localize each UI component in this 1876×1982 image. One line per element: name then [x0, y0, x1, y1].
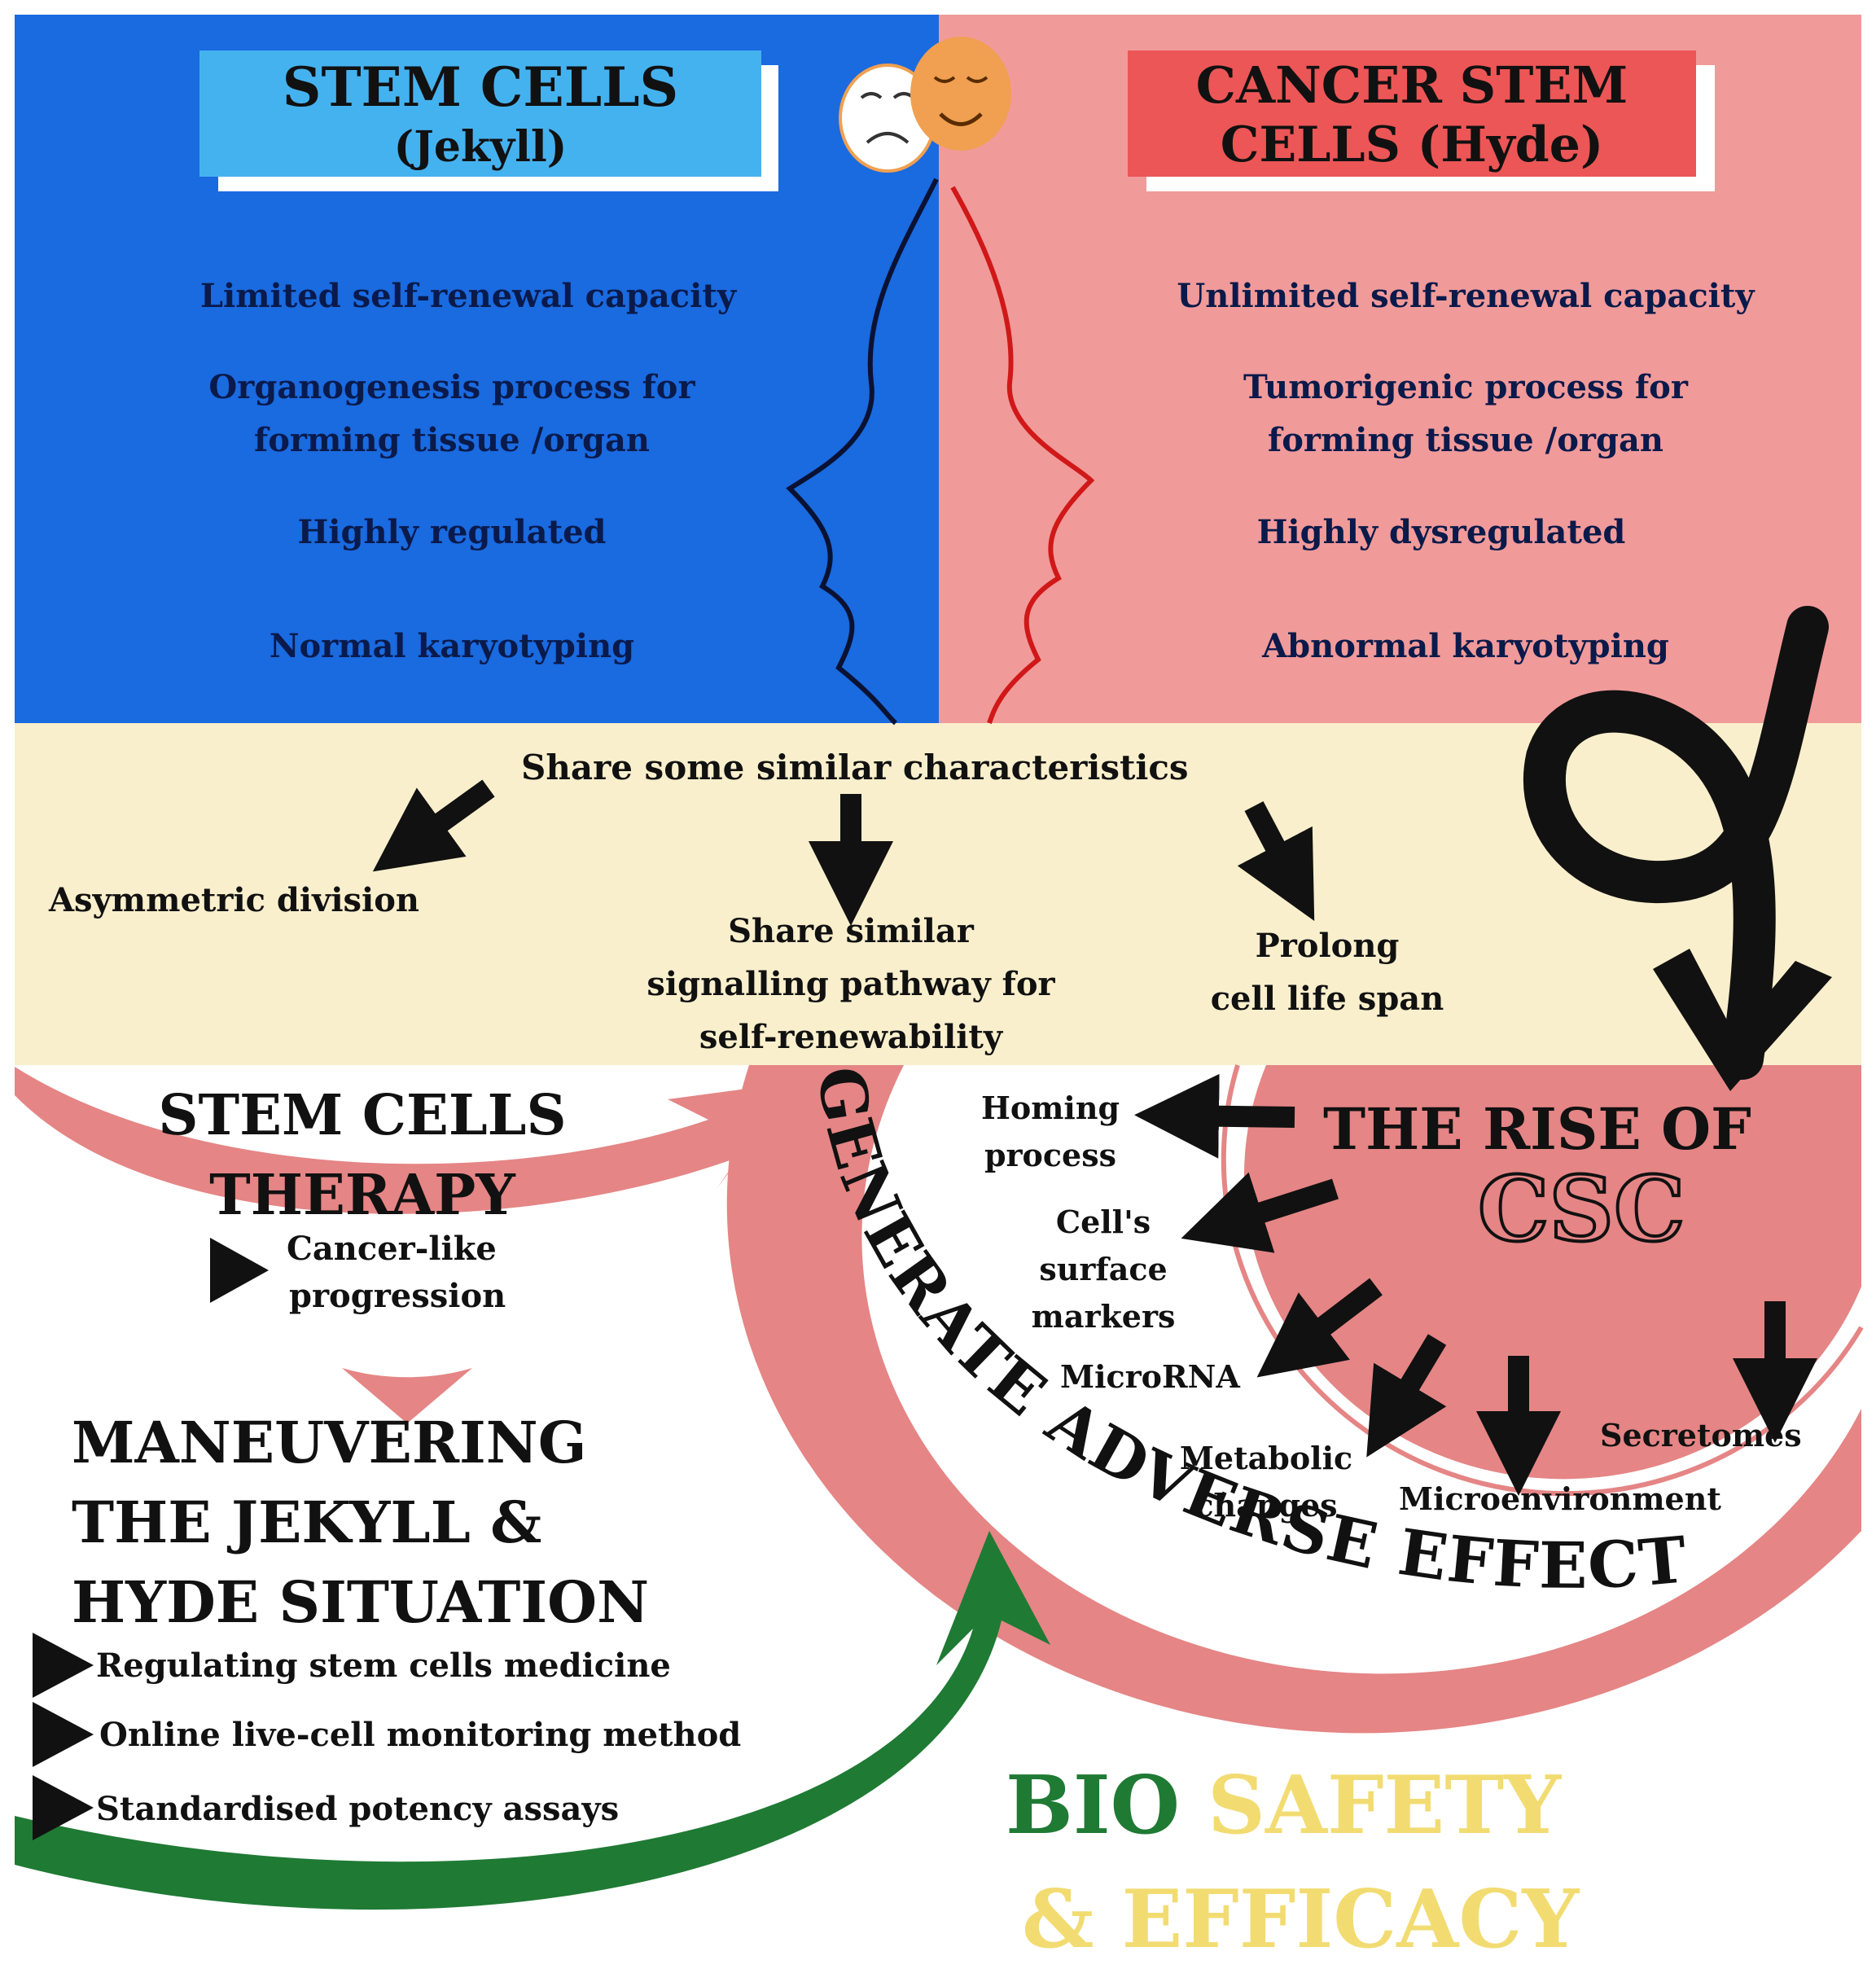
- stem-trait-1: Limited self-renewal capacity: [199, 277, 737, 315]
- stem-trait-2a: Organogenesis process for: [208, 368, 695, 406]
- shared-item-lifespan-2: cell life span: [1210, 980, 1444, 1018]
- arrow-to-microrna: [1256, 1278, 1383, 1378]
- maneuvering-item-3: Standardised potency assays: [96, 1790, 620, 1828]
- therapy-title-line1: STEM CELLS: [158, 1083, 567, 1148]
- maneuvering-item-2: Online live-cell monitoring method: [99, 1716, 742, 1754]
- theatre-masks-icon: [839, 37, 1011, 173]
- stem-trait-4: Normal karyotyping: [269, 627, 635, 665]
- shared-item-lifespan-1: Prolong: [1255, 927, 1400, 965]
- jekyll-profile-line: [786, 178, 939, 726]
- csc-title-box: [1128, 50, 1696, 177]
- maneuvering-title-line3: HYDE SITUATION: [72, 1568, 650, 1636]
- adverse-effect-arc: [726, 1065, 1862, 1734]
- maneuvering-title-line2: THE JEKYLL &: [72, 1489, 542, 1556]
- csc-factor-secretomes: Secretomes: [1600, 1417, 1802, 1454]
- therapy-curved-arrow: [15, 1067, 790, 1214]
- stem-cells-title-line2: (Jekyll): [393, 122, 568, 172]
- maneuver-bullet-1: [33, 1633, 94, 1698]
- csc-factor-microrna: MicroRNA: [1060, 1358, 1240, 1395]
- stem-trait-3: Highly regulated: [297, 513, 607, 551]
- stem-cells-title-box: [199, 50, 761, 177]
- therapy-bullet-triangle: [210, 1238, 269, 1303]
- csc-factor-metabolic-2: changes: [1194, 1487, 1338, 1524]
- stem-trait-2b: forming tissue /organ: [254, 421, 650, 459]
- therapy-title-line2: THERAPY: [209, 1163, 515, 1228]
- shared-item-signalling-1: Share similar: [728, 912, 974, 950]
- arrow-to-markers: [1181, 1172, 1339, 1253]
- csc-trait-4: Abnormal karyotyping: [1262, 627, 1669, 665]
- maneuvering-item-1: Regulating stem cells medicine: [96, 1647, 671, 1685]
- csc-trait-2a: Tumorigenic process for: [1243, 368, 1688, 406]
- csc-factor-microenvironment: Microenvironment: [1399, 1480, 1721, 1517]
- csc-factor-markers-3: markers: [1031, 1298, 1176, 1335]
- shared-item-signalling-3: self-renewability: [699, 1018, 1003, 1056]
- biosafety-line2: & EFFICACY: [1022, 1873, 1580, 1967]
- arrow-to-life-span: [1237, 800, 1315, 922]
- hyde-profile-line: [950, 186, 1095, 725]
- therapy-sub-line1: Cancer-like: [287, 1230, 497, 1268]
- csc-trait-3: Highly dysregulated: [1256, 513, 1626, 551]
- green-curved-arrow: [15, 1531, 1050, 1910]
- csc-factor-homing-1: Homing: [980, 1090, 1120, 1126]
- biosafety-line1: BIO SAFETY: [1006, 1759, 1561, 1853]
- maneuver-bullet-3: [33, 1775, 94, 1840]
- therapy-sub-line2: progression: [289, 1277, 506, 1315]
- csc-factor-markers-2: surface: [1039, 1251, 1168, 1287]
- maneuvering-title-line1: MANEUVERING: [72, 1409, 587, 1476]
- shared-item-signalling-2: signalling pathway for: [647, 965, 1055, 1003]
- csc-factor-markers-1: Cell's: [1055, 1204, 1151, 1240]
- arrow-to-metabolic: [1366, 1334, 1447, 1458]
- arrow-to-homing: [1134, 1073, 1295, 1159]
- loop-arrow: [1523, 606, 1829, 1080]
- csc-rise-title-line2: CSC: [1476, 1155, 1687, 1263]
- biosafety-word-safety: SAFETY: [1208, 1759, 1562, 1853]
- csc-factor-homing-2: process: [984, 1137, 1117, 1173]
- biosafety-word-bio: BIO: [1006, 1759, 1181, 1853]
- csc-trait-1: Unlimited self-renewal capacity: [1177, 277, 1755, 315]
- stem-cells-title-line1: STEM CELLS: [282, 55, 679, 119]
- csc-trait-2b: forming tissue /organ: [1268, 421, 1663, 459]
- maneuver-bullet-2: [33, 1702, 94, 1767]
- shared-heading: Share some similar characteristics: [521, 748, 1189, 787]
- therapy-down-pointer: [342, 1368, 472, 1423]
- arrow-to-asymmetric: [372, 779, 495, 872]
- csc-title-line1: CANCER STEM: [1195, 55, 1628, 115]
- loop-arrow-head: [1653, 949, 1832, 1091]
- shared-item-asymmetric: Asymmetric division: [49, 881, 419, 919]
- csc-title-line2: CELLS (Hyde): [1220, 116, 1604, 173]
- csc-factor-metabolic-1: Metabolic: [1179, 1440, 1353, 1476]
- csc-rise-title-line1: THE RISE OF: [1323, 1095, 1751, 1163]
